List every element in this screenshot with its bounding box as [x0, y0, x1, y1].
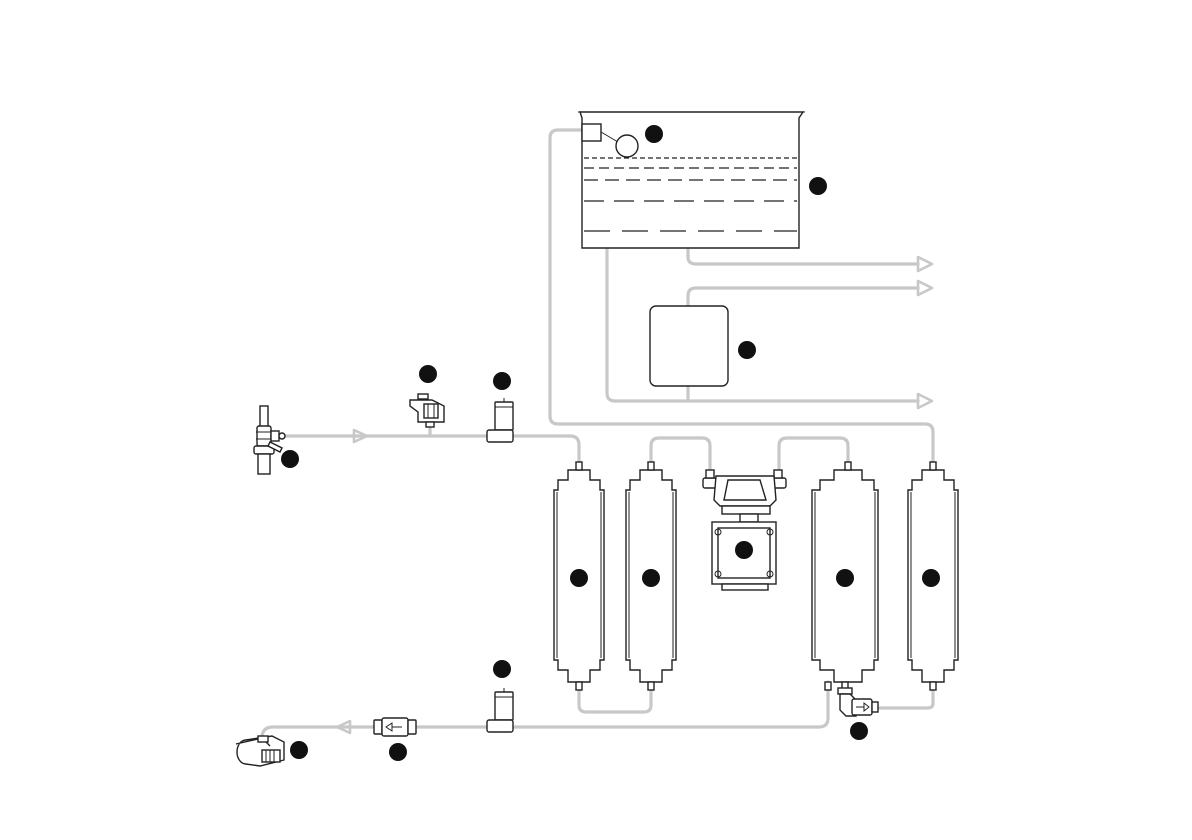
drain-saddle	[236, 736, 284, 766]
outlet-arrow-1	[918, 257, 932, 271]
callout-drain-saddle	[290, 741, 308, 759]
low-pressure-switch	[487, 398, 513, 442]
callout-pressure-tank	[738, 341, 756, 359]
pressure-tank-body	[650, 306, 728, 386]
callout-solenoid-valve	[419, 365, 437, 383]
storage-tank	[578, 112, 805, 248]
pipe-sediment-to-carbon	[579, 690, 651, 712]
booster-pump	[703, 470, 786, 590]
callout-ro-membrane	[836, 569, 854, 587]
pipe-pressure-tank-outlet-2	[688, 288, 918, 306]
high-pressure-switch	[487, 688, 513, 732]
pipe-carbon-to-pump	[651, 438, 710, 470]
callout-check-valve	[850, 722, 868, 740]
callout-carbon-filter	[642, 569, 660, 587]
check-valve	[838, 688, 878, 716]
pipe-feed-to-sediment	[513, 436, 579, 470]
pipe-tank-outlet-1	[688, 248, 918, 264]
callout-flow-restrictor	[389, 743, 407, 761]
callout-booster-pump	[735, 541, 753, 559]
callout-float-valve	[645, 125, 663, 143]
pipe-drain-line	[513, 682, 828, 727]
callout-post-filter	[922, 569, 940, 587]
callout-storage-tank	[809, 177, 827, 195]
float-ball-icon	[616, 135, 638, 157]
pressure-tank	[650, 306, 728, 386]
outlet-arrow-3	[918, 394, 932, 408]
flow-restrictor	[374, 718, 416, 736]
outlet-arrow-2	[918, 281, 932, 295]
callout-feed-valve	[281, 450, 299, 468]
feed-water-valve	[254, 406, 285, 474]
pipe-pump-to-membrane	[779, 438, 848, 470]
callout-high-pressure-switch	[493, 660, 511, 678]
callout-sediment-filter	[570, 569, 588, 587]
callout-low-pressure-switch	[493, 372, 511, 390]
inlet-solenoid-valve	[410, 394, 444, 427]
